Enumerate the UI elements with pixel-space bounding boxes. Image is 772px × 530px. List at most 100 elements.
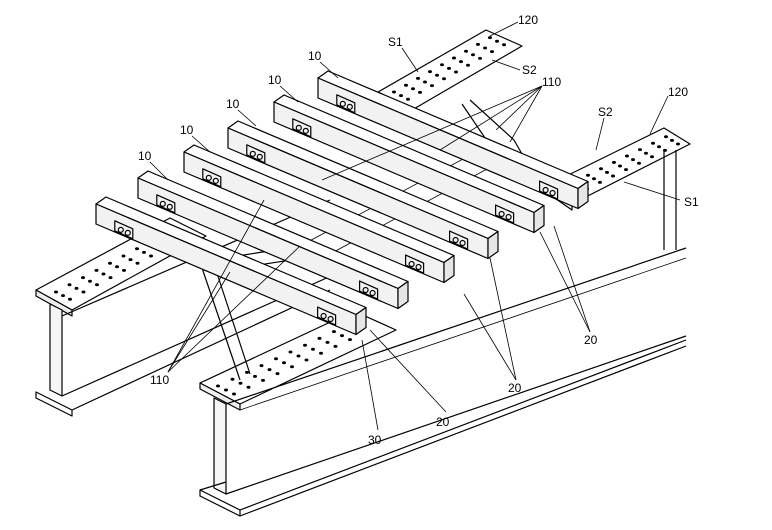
bolt-hole xyxy=(61,294,65,298)
sleeper-end-face xyxy=(487,230,499,260)
bolt-hole xyxy=(319,351,323,355)
bolt-hole xyxy=(246,385,251,389)
clamp-bolt xyxy=(339,100,346,107)
bolt-hole xyxy=(332,330,336,334)
front-girder xyxy=(199,247,687,517)
label-clamp-right: 20 xyxy=(584,333,598,347)
clamp-bolt xyxy=(302,127,309,134)
bolt-hole xyxy=(108,276,113,280)
bolt-hole xyxy=(303,343,307,347)
clamp-bolt xyxy=(549,189,556,197)
clamp xyxy=(449,230,469,250)
clamp-bolt xyxy=(212,177,219,184)
bolt-hole xyxy=(142,250,146,254)
bolt-hole xyxy=(101,272,106,276)
bolt-hole xyxy=(442,77,446,81)
label-clamp-bottom: 20 xyxy=(436,415,450,429)
clamp-bolt xyxy=(459,239,466,247)
bolt-hole xyxy=(435,73,439,77)
clamp-bolt xyxy=(256,153,263,160)
bolt-hole xyxy=(618,164,622,168)
bolt-hole xyxy=(108,261,112,265)
bolt-hole xyxy=(74,286,79,290)
bolt-hole xyxy=(599,167,603,171)
bolt-hole xyxy=(416,76,420,80)
bolt-hole xyxy=(67,283,72,287)
sleeper xyxy=(227,120,499,260)
clamp xyxy=(405,254,425,274)
bolt-hole xyxy=(95,283,99,287)
bolt-hole xyxy=(54,290,58,294)
bolt-hole xyxy=(650,155,654,159)
bolt-hole xyxy=(651,141,655,145)
clamp xyxy=(317,306,337,326)
clamp-bolt xyxy=(452,236,459,244)
bolt-hole xyxy=(406,97,410,101)
bolt-hole xyxy=(348,338,352,342)
bolt-hole xyxy=(638,148,642,152)
clamp-bolt xyxy=(166,203,173,210)
leader-lines xyxy=(149,21,681,431)
bolt-hole xyxy=(624,168,628,172)
bolt-hole xyxy=(663,148,667,152)
bolt-hole xyxy=(418,90,422,94)
bolt-hole xyxy=(676,142,680,146)
clamp xyxy=(495,204,515,224)
bolt-hole xyxy=(216,384,220,388)
label-bracing-top: 110 xyxy=(542,75,561,89)
label-sleeper-3: 10 xyxy=(226,97,240,111)
sleepers xyxy=(95,70,589,336)
bolt-hole xyxy=(122,268,126,272)
clamp xyxy=(336,94,356,114)
sleeper xyxy=(183,144,455,284)
bolt-hole xyxy=(478,56,482,60)
bolt-hole xyxy=(631,158,635,162)
sleeper-end-face xyxy=(443,254,455,284)
bolt-hole xyxy=(135,261,140,265)
bolt-hole xyxy=(290,365,294,369)
clamp-bolt xyxy=(408,260,415,268)
label-sleeper-2: 10 xyxy=(180,123,194,137)
bolt-hole xyxy=(454,70,458,74)
bolt-hole xyxy=(586,173,590,177)
sleeper xyxy=(95,196,367,336)
bolt-hole xyxy=(459,60,463,64)
bolt-hole xyxy=(311,347,315,351)
label-girder-top: 120 xyxy=(518,13,538,27)
clamp-bolt xyxy=(369,289,376,297)
bolt-hole xyxy=(121,254,126,258)
clamp xyxy=(539,180,559,200)
label-s1-top: S1 xyxy=(388,35,403,49)
clamp-bolt xyxy=(362,286,369,294)
bolt-hole xyxy=(81,276,85,280)
clamp xyxy=(246,144,266,164)
label-sleeper-4: 10 xyxy=(268,73,282,87)
bolt-hole xyxy=(471,53,475,57)
bolt-hole xyxy=(275,372,280,376)
bolt-hole xyxy=(592,177,596,181)
bolt-hole xyxy=(430,84,434,88)
bolt-hole xyxy=(605,170,609,174)
bolt-hole xyxy=(68,297,72,301)
bolt-hole xyxy=(664,135,668,139)
bolt-hole xyxy=(81,290,86,294)
bolt-hole xyxy=(483,46,487,50)
bolt-hole xyxy=(88,279,92,283)
label-s2-top: S2 xyxy=(522,63,537,77)
label-sleeper-1: 10 xyxy=(138,149,152,163)
bolt-hole xyxy=(612,160,616,164)
clamp-bolt xyxy=(327,315,334,323)
bolt-hole xyxy=(259,364,264,368)
bolt-hole xyxy=(317,336,322,340)
clamp xyxy=(114,220,134,240)
clamp xyxy=(292,118,312,138)
bolt-hole xyxy=(423,80,427,84)
sleeper-end-face xyxy=(577,180,589,210)
clamp-bolt xyxy=(415,263,422,271)
clamp-bolt xyxy=(320,312,327,320)
label-sleeper-5: 10 xyxy=(308,49,322,63)
bolt-hole xyxy=(428,70,432,74)
bolt-hole xyxy=(670,138,674,142)
bolt-hole xyxy=(238,381,243,385)
